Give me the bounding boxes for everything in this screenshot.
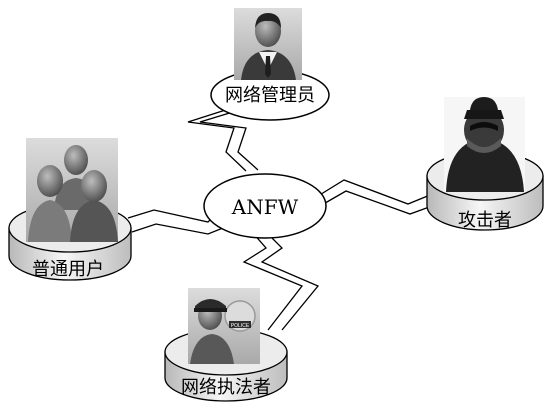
admin-label: 网络管理员 (225, 85, 315, 106)
network-admin-icon (234, 8, 302, 80)
users-node: 普通用户 (8, 138, 132, 281)
attacker-icon (444, 97, 525, 192)
users-label: 普通用户 (32, 259, 104, 280)
link-police-anfw (242, 231, 320, 331)
attacker-label: 攻击者 (458, 210, 512, 231)
police-node: POLICE 网络执法者 (164, 288, 288, 402)
users-group-icon (26, 138, 118, 242)
police-label: 网络执法者 (181, 377, 271, 398)
admin-node: 网络管理员 (210, 8, 330, 121)
anfw-node: ANFW (203, 173, 327, 239)
anfw-label: ANFW (231, 195, 299, 219)
police-officer-icon: POLICE (188, 288, 260, 364)
svg-text:POLICE: POLICE (231, 323, 250, 329)
attacker-node: 攻击者 (426, 97, 544, 231)
link-admin-anfw (187, 105, 259, 172)
anfw-ellipse (203, 173, 327, 239)
link-attacker-anfw (317, 179, 433, 215)
